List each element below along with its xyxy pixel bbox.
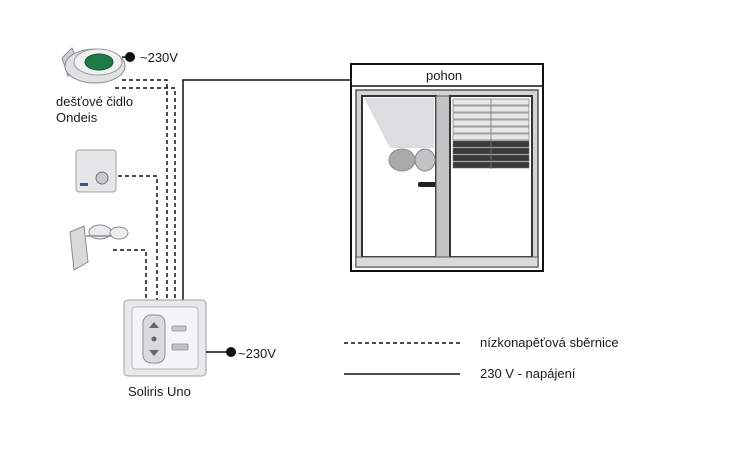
rain-sensor-label-line1: dešťové čidlo: [56, 94, 133, 109]
controller-voltage-label: ~230V: [238, 346, 276, 361]
pleated-blind: [452, 98, 530, 169]
controller-down-arrow-icon: [149, 350, 159, 356]
left-blind-roll-1: [388, 148, 416, 172]
bus-wire-rain-sensor-1: [122, 79, 168, 300]
controller-up-arrow-icon: [149, 322, 159, 328]
thermostat-dial-icon: [95, 171, 109, 185]
controller-label: Soliris Uno: [128, 384, 191, 399]
wind-sensor-cup-right: [109, 226, 129, 240]
controller-indicator: [171, 325, 187, 332]
power-wire-to-motor: [182, 79, 351, 300]
controller-power-terminal: [226, 347, 236, 357]
left-blind-shade: [364, 98, 434, 148]
bus-wire-thermostat: [118, 175, 158, 300]
legend-solid-label: 230 V - napájení: [480, 366, 576, 381]
window-mullion: [435, 95, 451, 258]
rain-sensor-green-cell: [84, 53, 114, 71]
window-unit: pohon: [350, 63, 544, 272]
window-sill: [355, 256, 539, 268]
low-voltage-bus-wires: [113, 79, 176, 300]
legend-dashed-label: nízkonapěťová sběrnice: [480, 335, 619, 350]
wind-sensor-mount: [69, 225, 89, 271]
thermostat: [75, 149, 117, 193]
legend: nízkonapěťová sběrnice 230 V - napájení: [344, 335, 619, 381]
wind-sensor: [69, 224, 129, 271]
bus-wire-rain-sensor-2: [115, 87, 176, 300]
motor-label: pohon: [426, 68, 462, 83]
rain-sensor-voltage-label: ~230V: [140, 50, 178, 65]
controller-stop-icon: [151, 336, 157, 342]
wind-sensor-cup-left: [88, 224, 112, 240]
thermostat-badge: [80, 183, 88, 186]
controller-switch: [171, 343, 189, 351]
left-blind-roll-2: [414, 148, 436, 172]
rain-sensor-label-line2: Ondeis: [56, 110, 98, 125]
bus-wire-wind-sensor: [113, 249, 147, 300]
window-handle: [418, 182, 436, 187]
rain-sensor: [61, 47, 126, 84]
controller-soliris-uno: [123, 299, 207, 377]
